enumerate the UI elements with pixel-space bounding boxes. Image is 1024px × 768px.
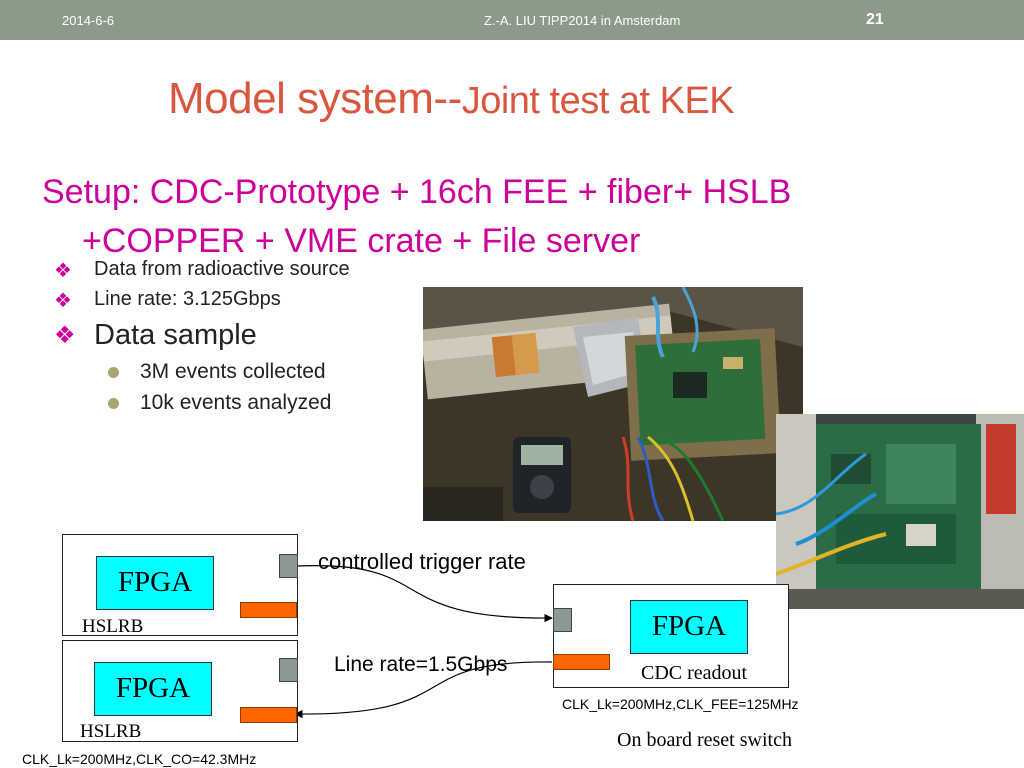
vme-crate-photo bbox=[776, 414, 1024, 609]
bullet-text: Line rate: 3.125Gbps bbox=[94, 288, 281, 310]
vme-crate-photo-graphic bbox=[776, 414, 1024, 609]
diamond-bullet-icon: ❖ bbox=[54, 260, 72, 282]
diamond-bullet-icon: ❖ bbox=[54, 322, 76, 349]
control-port-bottom bbox=[279, 658, 298, 682]
fpga-chip-bottom: FPGA bbox=[94, 662, 212, 716]
link-port-bottom bbox=[240, 707, 297, 723]
title-sub: Joint test at KEK bbox=[461, 80, 735, 122]
header-date: 2014-6-6 bbox=[62, 13, 115, 28]
setup-text: Setup: CDC-Prototype + 16ch FEE + fiber+… bbox=[42, 168, 942, 266]
fpga-chip-cdc: FPGA bbox=[630, 600, 748, 654]
cdc-clock-label: CLK_Lk=200MHz,CLK_FEE=125MHz bbox=[562, 696, 799, 712]
diamond-bullet-icon: ❖ bbox=[54, 290, 72, 312]
setup-photo bbox=[423, 287, 803, 521]
control-port-cdc bbox=[553, 608, 572, 632]
link-port-top bbox=[240, 602, 297, 618]
line-rate-label: Line rate=1.5Gbps bbox=[334, 653, 508, 676]
control-port-top bbox=[279, 554, 298, 578]
hslrb-label-bottom: HSLRB bbox=[80, 721, 142, 742]
sub-bullet-text: 3M events collected bbox=[140, 360, 326, 383]
fpga-chip-top: FPGA bbox=[96, 556, 214, 610]
slide-title: Model system--Joint test at KEK bbox=[168, 74, 735, 124]
header-author-event: Z.-A. LIU TIPP2014 in Amsterdam bbox=[484, 13, 681, 28]
reset-switch-label: On board reset switch bbox=[617, 729, 792, 751]
title-main: Model system-- bbox=[168, 74, 462, 123]
link-port-cdc bbox=[553, 654, 610, 670]
cdc-readout-label: CDC readout bbox=[641, 662, 748, 684]
bullet-text: Data from radioactive source bbox=[94, 258, 350, 280]
hslrb-clock-label: CLK_Lk=200MHz,CLK_CO=42.3MHz bbox=[22, 751, 257, 767]
sub-bullet-dot-icon bbox=[108, 398, 119, 409]
setup-line-1: Setup: CDC-Prototype + 16ch FEE + fiber+… bbox=[42, 173, 792, 211]
setup-photo-graphic bbox=[423, 287, 803, 521]
setup-line-2: +COPPER + VME crate + File server bbox=[82, 222, 641, 260]
sub-bullet-text: 10k events analyzed bbox=[140, 391, 332, 414]
trigger-rate-label: controlled trigger rate bbox=[318, 549, 526, 574]
bullet-text: Data sample bbox=[94, 319, 257, 351]
slide-header: 2014-6-6 Z.-A. LIU TIPP2014 in Amsterdam… bbox=[0, 0, 1024, 40]
slide-number: 21 bbox=[866, 11, 884, 28]
sub-bullet-dot-icon bbox=[108, 367, 119, 378]
hslrb-label-top: HSLRB bbox=[82, 616, 144, 637]
